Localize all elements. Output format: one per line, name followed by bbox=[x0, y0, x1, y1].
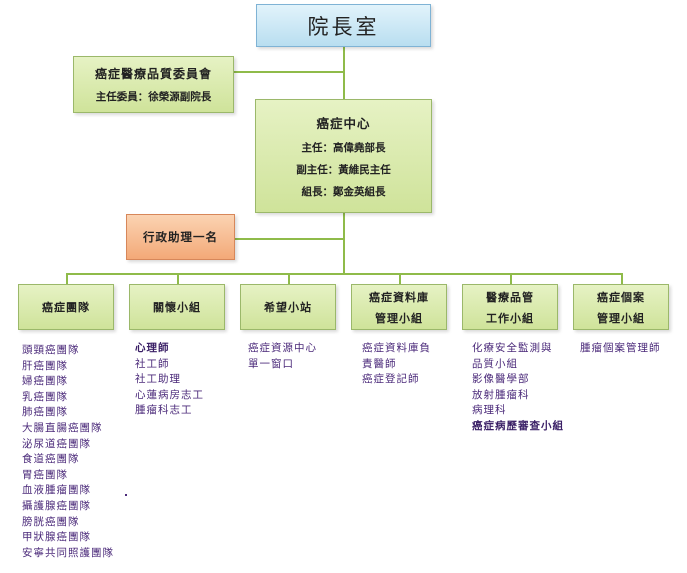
unit-label-line2: 管理小組 bbox=[597, 311, 645, 325]
list-item: 心理師 bbox=[135, 342, 170, 354]
unit-label: 癌症團隊 bbox=[42, 301, 90, 314]
cancer-center-box: 癌症中心 主任：高偉堯部長 副主任：黃維民主任 組長：鄭金英組長 bbox=[255, 99, 432, 213]
cancer-center-deputy: 副主任：黃維民主任 bbox=[296, 164, 391, 176]
unit-label-line2: 管理小組 bbox=[375, 311, 423, 325]
list-item: 責醫師 bbox=[362, 357, 397, 370]
committee-chair: 主任委員：徐榮源副院長 bbox=[95, 91, 212, 103]
list-item: 病理科 bbox=[472, 404, 507, 417]
quality-list: 化療安全監測與 品質小組 影像醫學部 放射腫瘤科 病理科 癌症病歷審查小組 bbox=[472, 341, 564, 435]
unit-box-quality: 醫療品管 工作小組 bbox=[462, 284, 558, 330]
cancer-center-title: 癌症中心 bbox=[316, 116, 371, 131]
list-item: 化療安全監測與 bbox=[472, 342, 553, 354]
connector-center-bus bbox=[343, 212, 345, 274]
unit-label: 醫療品管 bbox=[486, 290, 534, 304]
case-management-list: 腫瘤個案管理師 bbox=[580, 341, 661, 357]
unit-label: 癌症資料庫 bbox=[369, 290, 429, 304]
list-item: 影像醫學部 bbox=[472, 373, 530, 386]
list-item: 單一窗口 bbox=[248, 357, 294, 370]
admin-assistant-box: 行政助理一名 bbox=[126, 214, 235, 260]
list-item: 安寧共同照護團隊 bbox=[22, 546, 114, 559]
unit-label: 癌症個案 bbox=[597, 290, 645, 304]
list-item: 放射腫瘤科 bbox=[472, 388, 530, 401]
list-item: 癌症登記師 bbox=[362, 373, 420, 386]
connector-bus bbox=[66, 273, 623, 275]
list-item: 癌症資源中心 bbox=[248, 342, 317, 354]
connector-drop-4 bbox=[399, 273, 401, 285]
connector-drop-2 bbox=[177, 273, 179, 285]
hope-list: 癌症資源中心 單一窗口 bbox=[248, 341, 317, 372]
committee-box: 癌症醫療品質委員會 主任委員：徐榮源副院長 bbox=[73, 56, 234, 113]
list-item: 食道癌團隊 bbox=[22, 453, 80, 466]
president-office-title: 院長室 bbox=[307, 14, 380, 39]
connector-drop-1 bbox=[66, 273, 68, 285]
list-item: 心蓮病房志工 bbox=[135, 388, 204, 401]
list-item: 癌症病歷審查小組 bbox=[472, 419, 564, 432]
unit-label: 希望小站 bbox=[264, 301, 312, 314]
database-list: 癌症資料庫負 責醫師 癌症登記師 bbox=[362, 341, 431, 388]
list-item: 膀胱癌團隊 bbox=[22, 515, 80, 528]
connector-committee bbox=[233, 71, 343, 73]
unit-box-case-management: 癌症個案 管理小組 bbox=[573, 284, 669, 330]
unit-box-care-group: 關懷小組 bbox=[129, 284, 225, 330]
unit-box-database: 癌症資料庫 管理小組 bbox=[351, 284, 447, 330]
list-item: 血液腫瘤團隊 bbox=[22, 484, 91, 497]
connector-top-center bbox=[343, 46, 345, 100]
teams-list: 頭頸癌團隊 肝癌團隊 婦癌團隊 乳癌團隊 肺癌團隊 大腸直腸癌團隊 泌尿道癌團隊… bbox=[22, 343, 114, 561]
list-item: 大腸直腸癌團隊 bbox=[22, 421, 103, 434]
committee-title: 癌症醫療品質委員會 bbox=[94, 67, 212, 81]
care-list: 心理師 社工師 社工助理 心蓮病房志工 腫瘤科志工 bbox=[135, 341, 204, 419]
list-item: 肝癌團隊 bbox=[22, 359, 68, 372]
list-item: 甲狀腺癌團隊 bbox=[22, 531, 91, 544]
unit-label-line2: 工作小組 bbox=[486, 311, 534, 325]
connector-drop-6 bbox=[621, 273, 623, 285]
unit-box-hope-station: 希望小站 bbox=[240, 284, 336, 330]
connector-drop-5 bbox=[510, 273, 512, 285]
connector-drop-3 bbox=[288, 273, 290, 285]
list-item: 肺癌團隊 bbox=[22, 406, 68, 419]
unit-box-cancer-teams: 癌症團隊 bbox=[18, 284, 114, 330]
list-item: 頭頸癌團隊 bbox=[22, 344, 80, 356]
list-item: 乳癌團隊 bbox=[22, 390, 68, 403]
list-item: 胃癌團隊 bbox=[22, 468, 68, 481]
list-item: 泌尿道癌團隊 bbox=[22, 437, 91, 450]
president-office-box: 院長室 bbox=[256, 4, 431, 47]
cancer-center-leader: 組長：鄭金英組長 bbox=[301, 186, 386, 198]
cancer-center-director: 主任：高偉堯部長 bbox=[301, 142, 386, 154]
list-item: 社工師 bbox=[135, 357, 170, 370]
list-item: 婦癌團隊 bbox=[22, 375, 68, 388]
unit-label: 關懷小組 bbox=[153, 301, 201, 314]
admin-assistant-label: 行政助理一名 bbox=[143, 230, 218, 244]
list-item: 腫瘤個案管理師 bbox=[580, 342, 661, 354]
list-item: 社工助理 bbox=[135, 373, 181, 386]
list-item: 癌症資料庫負 bbox=[362, 342, 431, 354]
list-item: 品質小組 bbox=[472, 357, 518, 370]
list-item: 腫瘤科志工 bbox=[135, 404, 193, 417]
stray-dot bbox=[125, 494, 127, 496]
list-item: 攝護腺癌團隊 bbox=[22, 499, 91, 512]
connector-assistant bbox=[234, 238, 344, 240]
